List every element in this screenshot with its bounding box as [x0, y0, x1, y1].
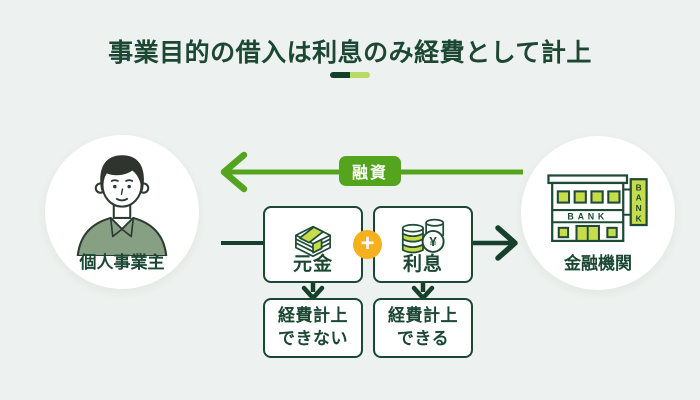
coins-yen-icon: ¥	[401, 218, 445, 254]
svg-text:N: N	[636, 203, 642, 213]
bank-building-icon: BANK B A N K	[547, 174, 648, 243]
principal-result-box: 経費計上 できない	[263, 298, 363, 358]
principal-label: 元金	[292, 254, 333, 275]
principal-result-line1: 経費計上	[278, 306, 348, 326]
interest-result-line1: 経費計上	[388, 306, 458, 326]
svg-text:A: A	[636, 193, 642, 203]
bank-sign-text: BANK	[567, 211, 608, 221]
svg-text:K: K	[636, 213, 642, 223]
interest-result-box: 経費計上 できる	[373, 298, 473, 358]
borrower-circle: 個人事業主	[45, 135, 199, 289]
svg-text:B: B	[636, 182, 642, 192]
page-title: 事業目的の借入は利息のみ経費として計上	[108, 39, 592, 67]
interest-result-line2: できる	[396, 329, 450, 348]
arrow-right-icon	[471, 225, 518, 261]
title-underline	[330, 72, 370, 78]
banknotes-stack-icon	[295, 225, 331, 257]
lender-label: 金融機関	[564, 254, 632, 273]
person-icon	[76, 155, 168, 256]
bank-vertical-sign-letters: B A N K	[636, 182, 642, 223]
underline-dark-segment	[330, 72, 350, 78]
interest-box: ¥ 利息	[373, 206, 473, 283]
yen-symbol: ¥	[429, 234, 437, 249]
borrower-label: 個人事業主	[79, 253, 165, 272]
lender-circle: BANK B A N K 金融機関	[521, 136, 675, 290]
plus-icon: +	[353, 230, 382, 259]
loan-badge: 融資	[339, 156, 402, 186]
underline-light-segment	[350, 72, 370, 78]
principal-result-line2: できない	[278, 329, 348, 348]
interest-label: 利息	[402, 254, 443, 275]
repayment-connector-line	[221, 241, 265, 245]
principal-box: 元金	[263, 206, 363, 283]
